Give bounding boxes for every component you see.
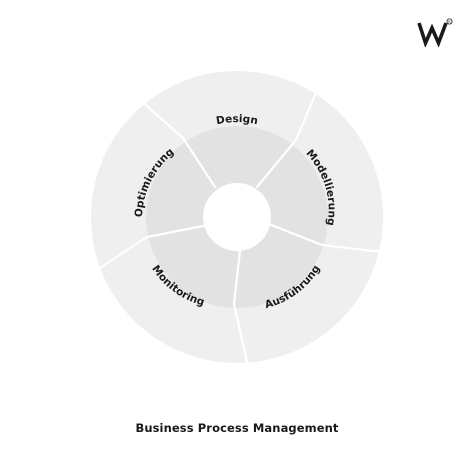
divider-monitoring-optimierung: [98, 224, 205, 270]
divider-modellierung-ausfuehrung: [267, 222, 384, 254]
divider-design-modellierung: [255, 86, 320, 189]
segment-dividers: [98, 86, 384, 364]
center-hole: [203, 183, 271, 251]
divider-ausfuehrung-monitoring: [232, 249, 249, 364]
divider-design-optimierung: [138, 98, 217, 189]
stage-label-design: Design: [215, 113, 259, 127]
svg-text:R: R: [448, 20, 451, 24]
brand-logo: R: [417, 18, 453, 47]
diagram-caption: Business Process Management: [135, 421, 339, 435]
